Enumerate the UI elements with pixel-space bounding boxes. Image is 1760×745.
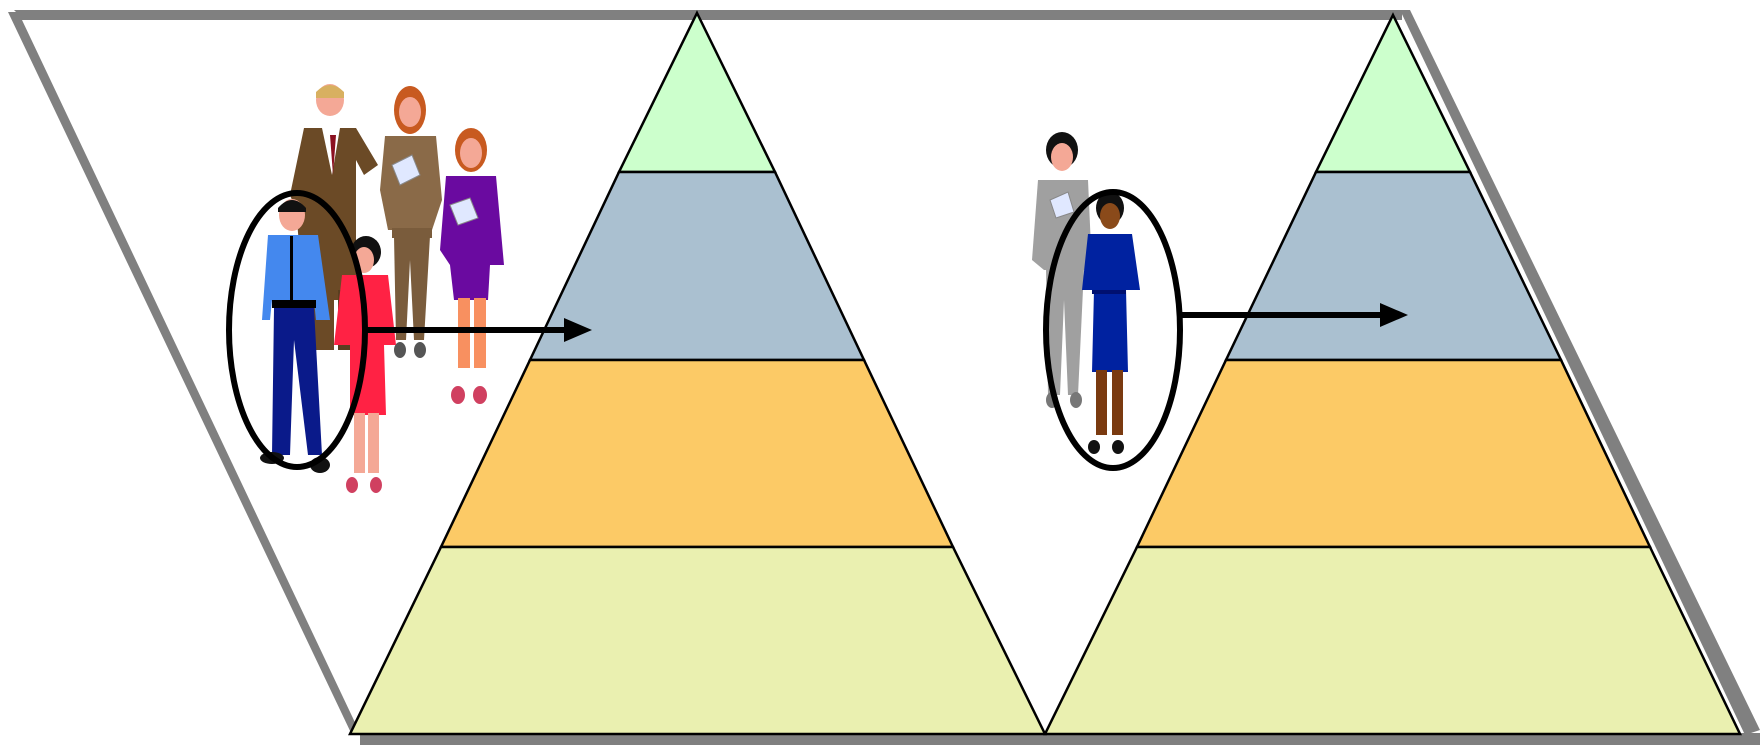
right-pyramid-level-3 <box>1135 358 1652 549</box>
woman-gray-suit-figure <box>1032 132 1092 408</box>
left-pyramid <box>348 10 1048 736</box>
left-pyramid-level-3 <box>439 358 955 549</box>
left-pyramid-level-4 <box>348 545 1048 736</box>
woman-brown-suit-figure <box>380 86 442 358</box>
left-arrow <box>365 318 592 342</box>
woman-blue-dress-figure <box>1082 192 1140 454</box>
man-blue-shirt-figure <box>260 199 330 473</box>
woman-purple-dress-figure <box>440 128 504 404</box>
right-arrow <box>1180 303 1408 327</box>
right-people-group <box>1032 132 1140 454</box>
right-pyramid-level-4 <box>1042 545 1742 736</box>
right-highlight-ellipse <box>1043 189 1183 471</box>
